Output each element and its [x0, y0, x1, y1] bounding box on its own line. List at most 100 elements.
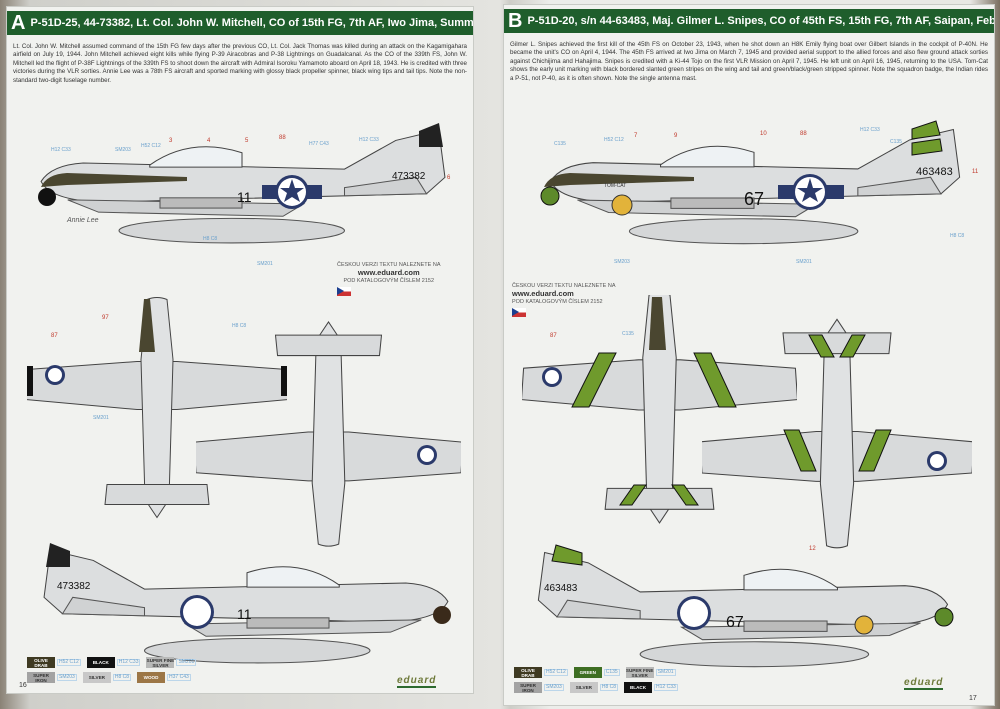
- swatch-label: SUPER IRON: [27, 672, 55, 683]
- paint-code: H8 C8: [599, 683, 619, 692]
- callout-label: C135: [554, 141, 566, 147]
- swatch-label: SUPER FINE SILVER: [625, 667, 654, 678]
- nose-art: Annie Lee: [66, 217, 99, 224]
- callout-label: H8 C8: [232, 323, 246, 329]
- aircraft-drawings: 11 473382 Annie Lee 473382 11: [27, 123, 461, 664]
- callout-label: H77 C43: [309, 141, 329, 147]
- website-link[interactable]: www.eduard.com: [357, 268, 420, 277]
- callout-label: SM203: [115, 147, 131, 153]
- eduard-logo: eduard: [904, 677, 944, 690]
- czech-flag-icon: [512, 308, 526, 317]
- profile-description: Gilmer L. Snipes achieved the first kill…: [510, 41, 988, 82]
- callout-label: SM201: [257, 261, 273, 267]
- tail-serial: 463483: [916, 166, 953, 178]
- fuselage-number: 11: [237, 189, 252, 205]
- callout-label: H12 C33: [860, 127, 880, 133]
- callout-label: H12 C33: [51, 147, 71, 153]
- profile-description: Lt. Col. John W. Mitchell assumed comman…: [13, 43, 467, 84]
- lower-surface-view: [196, 321, 461, 547]
- paint-code: H12 C33: [116, 658, 141, 667]
- callout-label: 87: [550, 333, 557, 339]
- callout-label: 7: [634, 133, 638, 139]
- left-side-view: 67 463483 TOM-CAT: [540, 120, 961, 245]
- paint-code: H52 C12: [57, 658, 81, 667]
- callout-label: 9: [674, 133, 678, 139]
- swatch-label: SILVER: [82, 672, 111, 683]
- paint-code: H52 C12: [544, 668, 568, 677]
- profile-b-header: B P-51D-20, s/n 44-63483, Maj. Gilmer L.…: [504, 9, 994, 33]
- callout-label: 88: [800, 131, 807, 137]
- callout-label: H52 C12: [141, 143, 161, 149]
- swatch-label: SUPER FINE SILVER: [146, 657, 175, 668]
- swatch-label: OLIVE DRAB: [514, 667, 542, 678]
- page-number: 17: [969, 695, 977, 702]
- callout-label: 6: [447, 175, 451, 181]
- fuselage-number-right: 11: [237, 606, 252, 622]
- profile-letter: A: [11, 11, 26, 34]
- callout-label: SM203: [614, 259, 630, 265]
- right-side-view: [537, 544, 954, 668]
- left-side-view: 11 473382 Annie Lee: [38, 123, 446, 244]
- callout-label: H8 C8: [203, 236, 217, 242]
- callout-label: H8 C8: [950, 233, 964, 239]
- callout-label: 5: [245, 138, 249, 144]
- callout-label: 88: [279, 135, 286, 141]
- website-link[interactable]: www.eduard.com: [512, 289, 574, 298]
- callout-label: 12: [809, 546, 816, 552]
- paint-code: H37 C43: [167, 673, 191, 682]
- swatch-label: OLIVE DRAB: [27, 657, 55, 668]
- tail-serial: 473382: [392, 171, 426, 182]
- paint-code: H12 C33: [654, 683, 678, 692]
- callout-label: H12 C33: [359, 137, 379, 143]
- callout-label: SM201: [93, 415, 109, 421]
- aircraft-drawings: 67 463483 TOM-CAT: [522, 120, 979, 668]
- page-a: A P-51D-25, 44-73382, Lt. Col. John W. M…: [6, 6, 474, 694]
- upper-surface-view: [522, 295, 797, 524]
- czech-note: ČESKOU VERZI TEXTU NALEZNETE NA www.edua…: [512, 283, 616, 317]
- paint-code: SM203: [57, 673, 77, 682]
- paint-code: H8 C8: [112, 673, 132, 682]
- page-number: 16: [19, 682, 27, 689]
- callout-label: 97: [102, 315, 109, 321]
- page-b: B P-51D-20, s/n 44-63483, Maj. Gilmer L.…: [503, 4, 995, 706]
- swatch-label: WOOD: [137, 672, 166, 683]
- right-side-view: [43, 543, 451, 664]
- fuselage-number-right: 67: [726, 614, 744, 631]
- swatch-label: SUPER IRON: [514, 682, 542, 693]
- nose-art: TOM-CAT: [604, 183, 626, 189]
- callout-label: 87: [51, 333, 58, 339]
- callout-label: 3: [169, 138, 173, 144]
- callouts: C135 H52 C12 7 9 10 88 H12 C33 C135 11 H…: [550, 127, 979, 552]
- lower-surface-view: [702, 318, 972, 549]
- callout-label: C135: [622, 331, 634, 337]
- swatch-label: BLACK: [624, 682, 653, 693]
- upper-surface-view: [27, 297, 287, 519]
- paint-code: C135: [603, 668, 620, 677]
- callout-label: SM201: [796, 259, 812, 265]
- swatch-label: BLACK: [86, 657, 115, 668]
- callout-label: 4: [207, 138, 211, 144]
- profile-a-header: A P-51D-25, 44-73382, Lt. Col. John W. M…: [7, 11, 473, 35]
- tail-serial-right: 473382: [57, 581, 91, 592]
- paint-code: SM201: [655, 668, 676, 677]
- profile-title: P-51D-20, s/n 44-63483, Maj. Gilmer L. S…: [527, 15, 994, 27]
- callout-label: C135: [890, 139, 902, 145]
- profile-title: P-51D-25, 44-73382, Lt. Col. John W. Mit…: [30, 17, 473, 29]
- callout-label: 11: [972, 169, 979, 175]
- profile-letter: B: [508, 9, 523, 32]
- paint-code: SM201: [176, 658, 197, 667]
- paint-code: SM203: [544, 683, 564, 692]
